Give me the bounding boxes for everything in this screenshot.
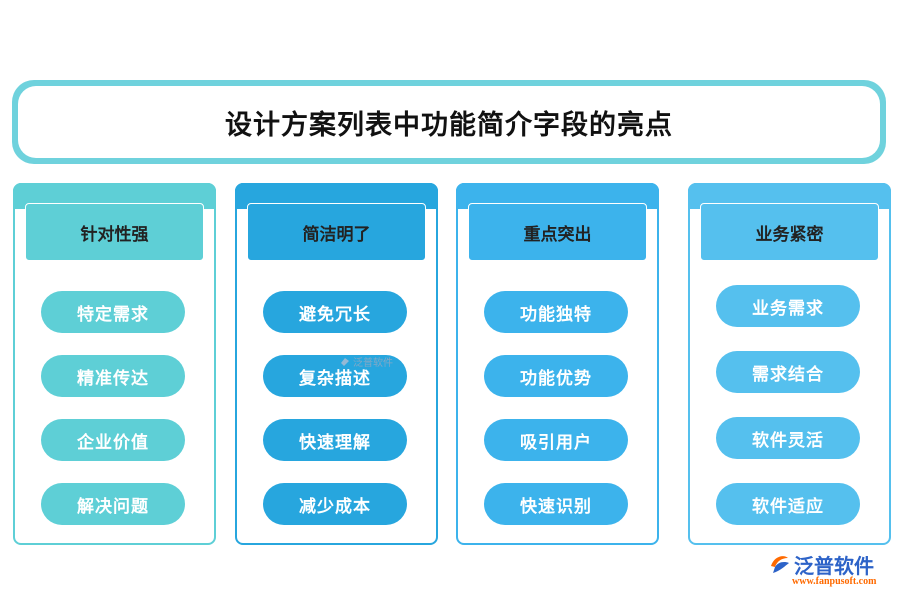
column-4-item-4: 软件适应 [716,483,860,525]
brand-logo-icon [771,556,789,573]
column-2-item-1: 避免冗长 [263,291,407,333]
watermark-text: 泛普软件 [353,358,393,369]
brand-logo-name: 泛普软件 [794,554,874,578]
brand-logo-url: www.fanpusoft.com [792,576,877,587]
column-1-item-3: 企业价值 [41,419,185,461]
column-4-item-3: 软件灵活 [716,417,860,459]
watermark-icon [341,357,349,366]
column-4-header: 业务紧密 [700,203,879,261]
column-2: 简洁明了 避免冗长 复杂描述 快速理解 减少成本 [235,183,438,545]
column-3: 重点突出 功能独特 功能优势 吸引用户 快速识别 [456,183,659,545]
column-2-item-4: 减少成本 [263,483,407,525]
column-2-header: 简洁明了 [247,203,426,261]
column-4: 业务紧密 业务需求 需求结合 软件灵活 软件适应 [688,183,891,545]
title-banner-inner: 设计方案列表中功能简介字段的亮点 [18,86,880,158]
column-2-item-2: 复杂描述 [263,355,407,397]
column-4-item-2: 需求结合 [716,351,860,393]
brand-logo: 泛普软件 www.fanpusoft.com [768,548,886,590]
diagram-title: 设计方案列表中功能简介字段的亮点 [225,109,673,141]
column-3-item-4: 快速识别 [484,483,628,525]
title-banner: 设计方案列表中功能简介字段的亮点 [12,80,886,164]
column-1-item-4: 解决问题 [41,483,185,525]
column-3-item-1: 功能独特 [484,291,628,333]
column-3-header: 重点突出 [468,203,647,261]
column-1-item-1: 特定需求 [41,291,185,333]
column-1-item-2: 精准传达 [41,355,185,397]
column-3-item-3: 吸引用户 [484,419,628,461]
watermark: 泛普软件 [340,354,393,369]
column-2-item-3: 快速理解 [263,419,407,461]
column-1: 针对性强 特定需求 精准传达 企业价值 解决问题 [13,183,216,545]
column-1-header: 针对性强 [25,203,204,261]
column-3-item-2: 功能优势 [484,355,628,397]
column-4-item-1: 业务需求 [716,285,860,327]
